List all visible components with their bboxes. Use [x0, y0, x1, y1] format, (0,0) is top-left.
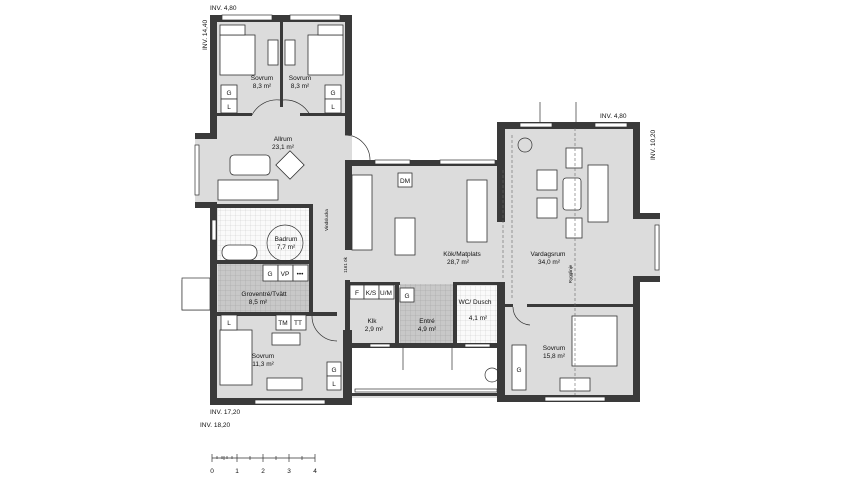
svg-text:4,9 m²: 4,9 m²: [418, 326, 437, 333]
svg-text:4,1 m²: 4,1 m²: [469, 315, 488, 322]
scale-bar: 0 1 2 3 4: [210, 454, 317, 475]
svg-text:INV. 4,80: INV. 4,80: [210, 5, 237, 12]
svg-text:INV. 17,20: INV. 17,20: [210, 409, 241, 416]
svg-text:F: F: [355, 290, 359, 297]
svg-text:28,7 m²: 28,7 m²: [447, 259, 470, 266]
svg-text:8,3 m²: 8,3 m²: [291, 83, 310, 90]
svg-text:Sovrum: Sovrum: [543, 345, 565, 352]
svg-text:Kök/Matplats: Kök/Matplats: [443, 251, 481, 258]
svg-text:INV. 10,20: INV. 10,20: [650, 129, 657, 160]
svg-text:DM: DM: [400, 178, 410, 185]
svg-text:L: L: [331, 104, 335, 111]
svg-text:34,0 m²: 34,0 m²: [538, 259, 561, 266]
svg-text:G: G: [267, 271, 272, 278]
svg-text:G: G: [404, 293, 409, 300]
furniture: [217, 24, 618, 395]
svg-text:Sovrum: Sovrum: [251, 75, 273, 82]
svg-text:U/M: U/M: [380, 290, 392, 297]
svg-text:G: G: [226, 90, 231, 97]
svg-text:1161 ök: 1161 ök: [343, 256, 348, 272]
svg-text:INV. 4,80: INV. 4,80: [600, 113, 627, 120]
dimension-labels: INV. 4,80 INV. 14,40 INV. 4,80 INV. 10,2…: [200, 5, 657, 429]
svg-text:8,5 m²: 8,5 m²: [249, 299, 268, 306]
svg-text:Vindslucka: Vindslucka: [324, 209, 329, 231]
notes: Vindslucka 1161 ök Rygglinje: [324, 209, 573, 284]
svg-text:4: 4: [313, 468, 317, 475]
svg-text:15,8 m²: 15,8 m²: [543, 353, 566, 360]
svg-text:TT: TT: [294, 320, 302, 327]
svg-text:G: G: [331, 367, 336, 374]
svg-text:7,7 m²: 7,7 m²: [277, 244, 296, 251]
windows: [194, 14, 660, 405]
svg-text:8,3 m²: 8,3 m²: [253, 83, 272, 90]
svg-text:L: L: [332, 381, 336, 388]
svg-text:Badrum: Badrum: [275, 236, 298, 243]
svg-text:INV. 14,40: INV. 14,40: [202, 19, 209, 50]
svg-text:3: 3: [287, 468, 291, 475]
svg-text:G: G: [516, 367, 521, 374]
doors: [181, 99, 577, 370]
svg-text:Klk: Klk: [367, 318, 377, 325]
room-wc-dusch: WC/ Dusch 4,1 m²: [459, 299, 492, 322]
svg-text:•••: •••: [297, 271, 305, 278]
svg-text:INV. 18,20: INV. 18,20: [200, 422, 231, 429]
svg-text:G: G: [330, 90, 335, 97]
svg-text:Groventré/Tvätt: Groventré/Tvätt: [241, 291, 286, 298]
svg-text:0: 0: [210, 468, 214, 475]
svg-text:Entré: Entré: [419, 318, 435, 325]
svg-text:K/S: K/S: [366, 290, 377, 297]
svg-text:Rygglinje: Rygglinje: [568, 264, 573, 283]
svg-text:2,9 m²: 2,9 m²: [365, 326, 384, 333]
svg-text:Sovrum: Sovrum: [289, 75, 311, 82]
appliances: G L G L G VP ••• L TM TT G L F K/S U/M D…: [220, 84, 527, 391]
svg-text:Sovrum: Sovrum: [252, 353, 274, 360]
svg-text:L: L: [227, 320, 231, 327]
svg-text:VP: VP: [281, 271, 290, 278]
svg-text:TM: TM: [278, 320, 287, 327]
svg-text:23,1 m²: 23,1 m²: [272, 144, 295, 151]
svg-text:2: 2: [261, 468, 265, 475]
svg-text:Allrum: Allrum: [274, 136, 292, 143]
svg-text:Vardagsrum: Vardagsrum: [531, 251, 566, 258]
svg-text:L: L: [227, 104, 231, 111]
svg-text:WC/ Dusch: WC/ Dusch: [459, 299, 492, 306]
svg-text:1: 1: [235, 468, 239, 475]
svg-text:11,3 m²: 11,3 m²: [252, 361, 274, 368]
